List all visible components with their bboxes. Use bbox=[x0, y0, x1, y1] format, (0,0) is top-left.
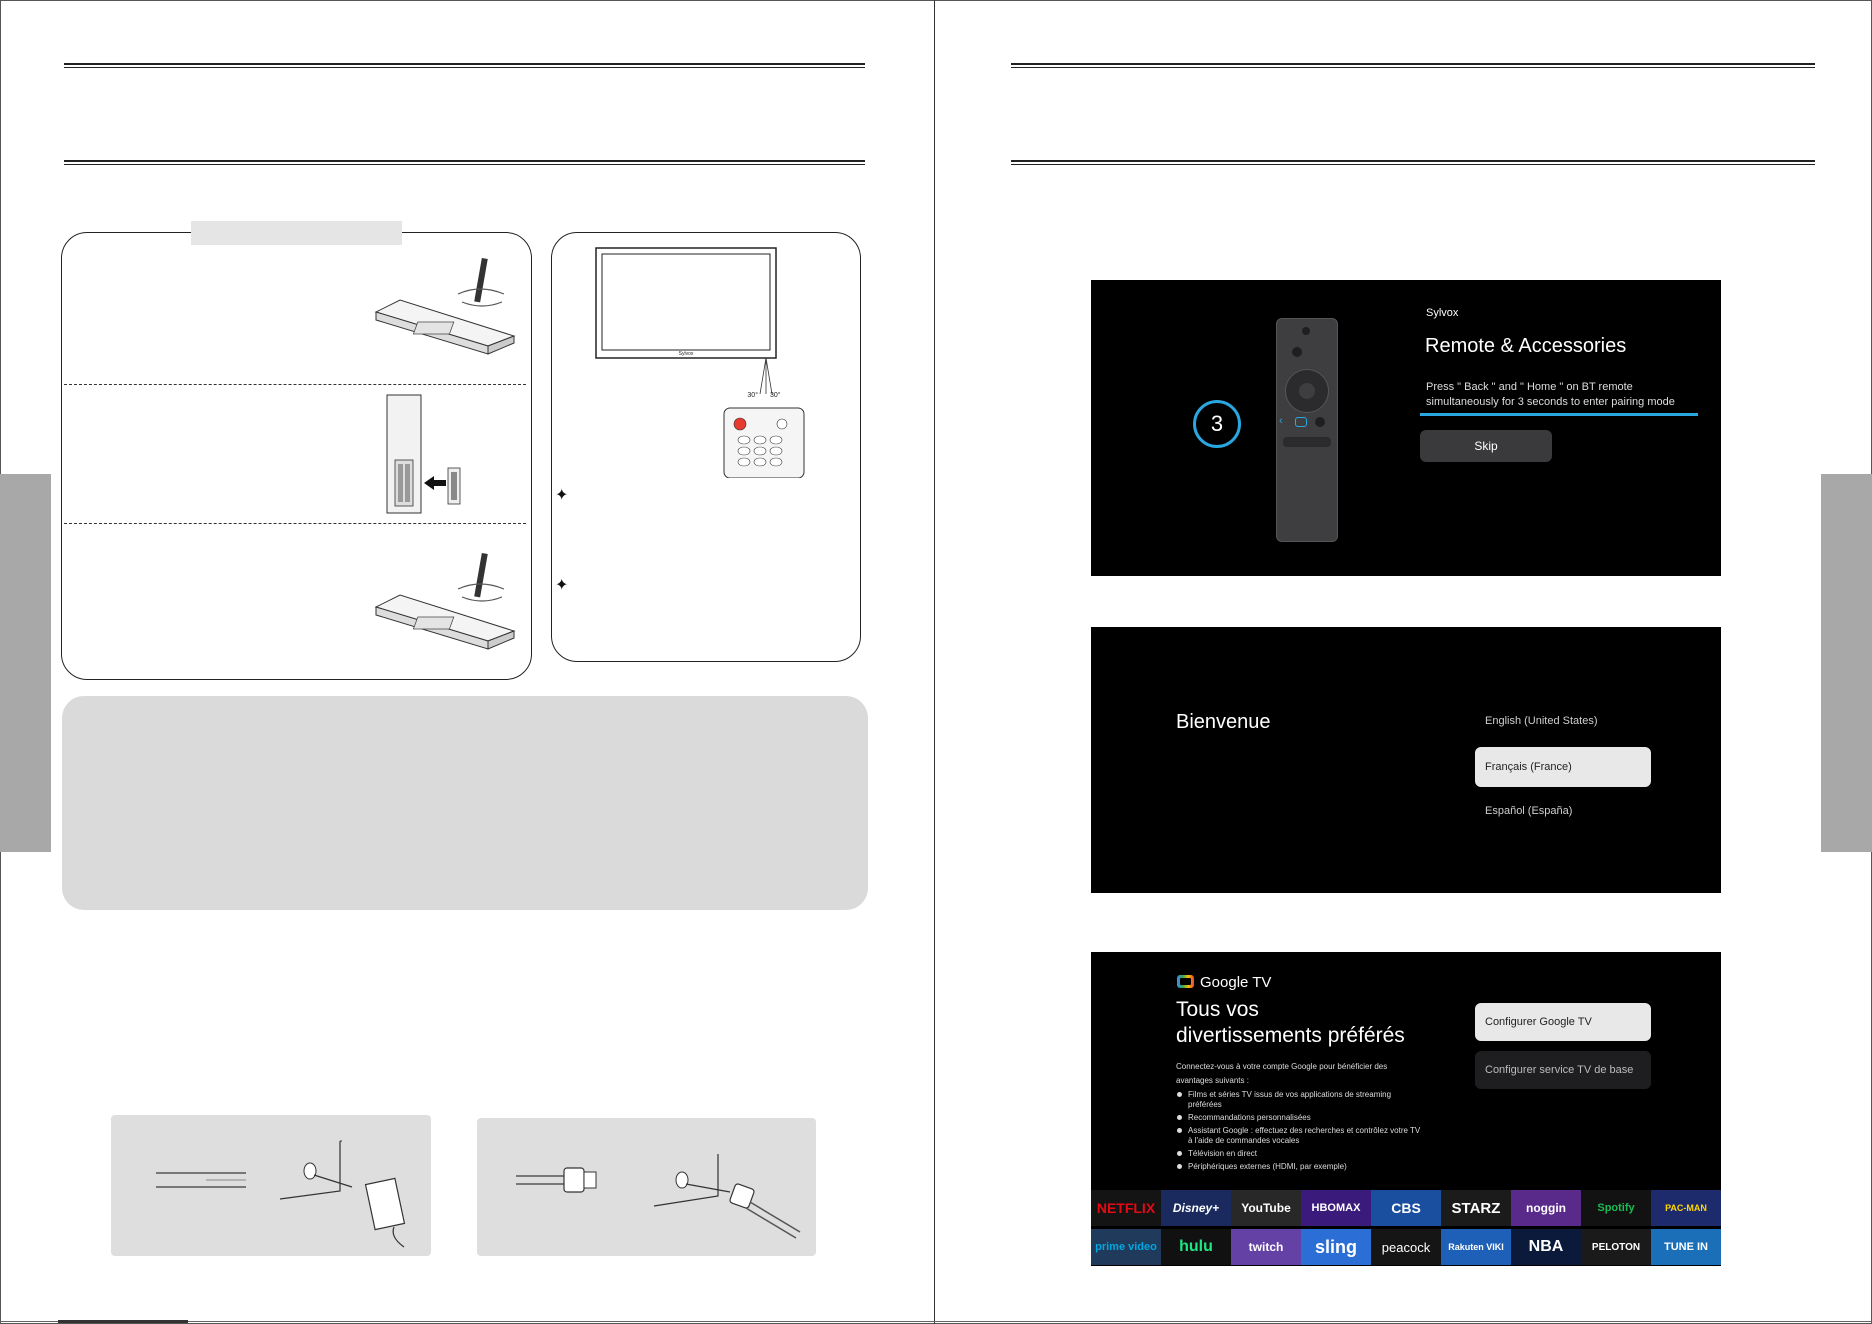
header-rule-top-left bbox=[64, 63, 865, 68]
app-tile-nba[interactable]: NBA bbox=[1511, 1229, 1581, 1265]
back-button-icon: ‹ bbox=[1279, 415, 1283, 427]
app-tile-viki[interactable]: Rakuten VIKI bbox=[1441, 1229, 1511, 1265]
star-bullet-1: ✦ bbox=[555, 487, 569, 504]
remote-cover-open-illustration bbox=[374, 257, 516, 355]
skip-button[interactable]: Skip bbox=[1420, 430, 1552, 462]
google-tv-brand: Google TV bbox=[1200, 974, 1272, 991]
google-tv-logo-icon bbox=[1177, 975, 1194, 988]
pairing-title: Remote & Accessories bbox=[1425, 335, 1627, 357]
benefit-item: Recommandations personnalisées bbox=[1177, 1113, 1311, 1122]
google-tv-intro-2: avantages suivants : bbox=[1176, 1076, 1249, 1085]
brand-label: Sylvox bbox=[1426, 307, 1459, 319]
language-option-english[interactable]: English (United States) bbox=[1485, 715, 1598, 727]
countdown-timer: 3 bbox=[1193, 400, 1241, 448]
app-tile-prime-video[interactable]: prime video bbox=[1091, 1229, 1161, 1265]
step-divider-1 bbox=[64, 384, 526, 385]
side-tab-right bbox=[1821, 474, 1872, 852]
app-tile-hulu[interactable]: hulu bbox=[1161, 1229, 1231, 1265]
welcome-title: Bienvenue bbox=[1176, 711, 1271, 733]
google-tv-title-2: divertissements préférés bbox=[1176, 1024, 1405, 1047]
benefit-item: Périphériques externes (HDMI, par exempl… bbox=[1177, 1162, 1347, 1171]
header-rule-top-right bbox=[1011, 63, 1815, 68]
google-tv-title-1: Tous vos bbox=[1176, 998, 1259, 1021]
antenna-cable-illustration bbox=[516, 1154, 801, 1239]
app-tile-disney[interactable]: Disney+ bbox=[1161, 1190, 1231, 1226]
benefit-item: Films et séries TV issus de vos applicat… bbox=[1176, 1090, 1392, 1099]
remote-pairing-screen bbox=[1091, 280, 1721, 576]
app-tile-spotify[interactable]: Spotify bbox=[1581, 1190, 1651, 1226]
app-tile-sling[interactable]: sling bbox=[1301, 1229, 1371, 1265]
header-rule-bottom-left bbox=[64, 160, 865, 165]
battery-panel bbox=[61, 232, 532, 680]
app-tile-youtube[interactable]: YouTube bbox=[1231, 1190, 1301, 1226]
app-tile-hbomax[interactable]: HBOMAX bbox=[1301, 1190, 1371, 1226]
google-tv-intro-1: Connectez-vous à votre compte Google pou… bbox=[1176, 1062, 1388, 1071]
bottom-mark bbox=[58, 1320, 188, 1323]
power-cable-illustration bbox=[156, 1140, 406, 1248]
language-option-french[interactable]: Français (France) bbox=[1475, 747, 1651, 787]
tv-remote-range-illustration: Sylvox 30° 30° bbox=[595, 247, 805, 478]
battery-panel-tab bbox=[191, 221, 402, 245]
app-tile-twitch[interactable]: twitch bbox=[1231, 1229, 1301, 1265]
side-tab-left bbox=[0, 474, 51, 852]
page-spine bbox=[934, 0, 935, 1324]
app-tile-netflix[interactable]: NETFLIX bbox=[1091, 1190, 1161, 1226]
notes-box bbox=[62, 696, 868, 910]
benefit-item: Assistant Google : effectuez des recherc… bbox=[1176, 1126, 1421, 1135]
angle-left-label: 30° bbox=[747, 391, 758, 399]
app-tile-peloton[interactable]: PELOTON bbox=[1581, 1229, 1651, 1265]
battery-insert-illustration bbox=[386, 394, 461, 514]
tv-brand-label: Sylvox bbox=[679, 351, 694, 357]
app-tile-cbs[interactable]: CBS bbox=[1371, 1190, 1441, 1226]
language-option-spanish[interactable]: Español (España) bbox=[1485, 805, 1573, 817]
app-tile-starz[interactable]: STARZ bbox=[1441, 1190, 1511, 1226]
pairing-progress-bar bbox=[1420, 413, 1698, 416]
benefit-item-continued: préférées bbox=[1188, 1100, 1222, 1109]
app-tile-peacock[interactable]: peacock bbox=[1371, 1229, 1441, 1265]
step-divider-2 bbox=[64, 523, 526, 524]
bottom-rule bbox=[0, 1321, 1872, 1322]
configure-basic-tv-button[interactable]: Configurer service TV de base bbox=[1475, 1051, 1651, 1089]
antenna-connection-box bbox=[477, 1118, 816, 1256]
pairing-instruction-2: simultaneously for 3 seconds to enter pa… bbox=[1426, 396, 1675, 408]
angle-right-label: 30° bbox=[770, 391, 781, 399]
bt-remote-image: ‹ bbox=[1276, 318, 1338, 542]
app-tile-tunein[interactable]: TUNE IN bbox=[1651, 1229, 1721, 1265]
remote-cover-close-illustration bbox=[374, 552, 516, 650]
app-tile-pacman[interactable]: PAC-MAN bbox=[1651, 1190, 1721, 1226]
configure-google-tv-button[interactable]: Configurer Google TV bbox=[1475, 1003, 1651, 1041]
benefit-item: Télévision en direct bbox=[1177, 1149, 1257, 1158]
header-rule-bottom-right bbox=[1011, 160, 1815, 165]
benefit-item-continued: à l'aide de commandes vocales bbox=[1188, 1136, 1300, 1145]
home-button-icon bbox=[1295, 417, 1307, 427]
app-tile-noggin[interactable]: noggin bbox=[1511, 1190, 1581, 1226]
star-bullet-2: ✦ bbox=[555, 577, 569, 594]
pairing-instruction-1: Press " Back " and " Home " on BT remote bbox=[1426, 381, 1633, 393]
